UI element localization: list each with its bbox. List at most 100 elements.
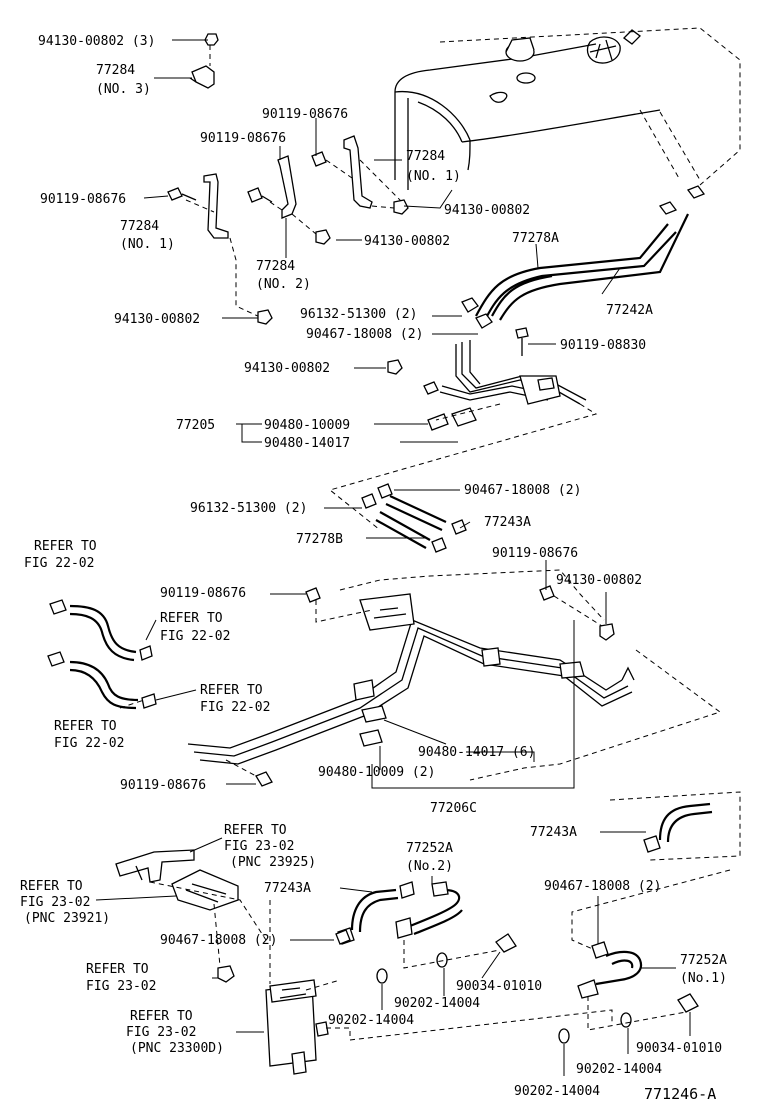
bolt-90119-08676-d [305,587,321,603]
union-90034-01010-b [677,993,699,1013]
label-96132-51300-lower: 96132-51300 (2) [190,501,307,516]
label-refer-to-f: REFER TO [20,879,83,894]
label-94130-00802-tank: 94130-00802 [444,203,530,218]
label-90119-08830: 90119-08830 [560,338,646,353]
label-77243A-lower: 77243A [264,881,311,896]
label-90034-01010-b: 90034-01010 [636,1041,722,1056]
label-90480-10009-2: 90480-10009 (2) [318,765,435,780]
label-pnc-23925: (PNC 23925) [230,855,316,870]
label-no2-hose: (No.2) [406,859,453,874]
label-refer-to-g: REFER TO [86,962,149,977]
nut-94130-00802-c [315,229,331,245]
label-fig-22-02-d: FIG 22-02 [54,736,124,751]
label-90480-14017-6: 90480-14017 (6) [418,745,535,760]
label-77252A-no1: 77252A [680,953,727,968]
label-refer-to-a: REFER TO [34,539,97,554]
label-94130-00802-bracket: 94130-00802 [364,234,450,249]
label-90467-18008-upper: 90467-18008 (2) [464,483,581,498]
label-pnc-23300d: (PNC 23300D) [130,1041,224,1056]
hose-77243A-lower-right [643,802,713,853]
leader-lines [95,39,691,1076]
part-labels: 94130-00802 (3) 77284 (NO. 3) 90119-0867… [20,34,727,1103]
bracket-pnc-23925 [115,849,195,883]
bracket-pnc-23921 [171,869,239,911]
label-no1-right: (NO. 1) [406,169,461,184]
label-no3: (NO. 3) [96,82,151,97]
label-77278B: 77278B [296,532,343,547]
label-90467-18008-right: 90467-18008 (2) [544,879,661,894]
bolt-90119-08676-b [247,187,273,203]
hose-90480-14017 [451,407,477,427]
label-90119-08676-mid: 90119-08676 [200,131,286,146]
bracket-77284-no1-right [343,135,373,209]
label-94130-00802-right: 94130-00802 [556,573,642,588]
label-77243A-upper: 77243A [484,515,531,530]
label-90119-08676-left: 90119-08676 [40,192,126,207]
hose-left-upper [49,599,153,662]
fuel-filter [265,979,329,1075]
label-fig-23-02-h: FIG 23-02 [126,1025,196,1040]
nut-94130-00802-b [257,309,273,325]
label-fig-22-02-a: FIG 22-02 [24,556,94,571]
union-90034-01010-a [495,933,517,953]
label-90467-18008-left: 90467-18008 (2) [160,933,277,948]
label-refer-to-b: REFER TO [160,611,223,626]
label-no1-hose: (No.1) [680,971,727,986]
clamp-90467-18008-left [335,929,351,945]
label-90034-01010-a: 90034-01010 [456,979,542,994]
label-77284-no1-left: 77284 [120,219,159,234]
hose-77278B [361,493,447,553]
bracket-77284-no1-left [203,173,229,239]
nut-94130-00802-f [599,623,615,641]
label-90202-14004-a: 90202-14004 [394,996,480,1011]
label-77243A-right: 77243A [530,825,577,840]
label-90480-14017: 90480-14017 [264,436,350,451]
label-no1-left: (NO. 1) [120,237,175,252]
label-90119-08676-center: 90119-08676 [160,586,246,601]
label-refer-to-c: REFER TO [200,683,263,698]
clamp-90480-10009 [359,729,383,747]
bolt-90119-08676-a [167,187,197,201]
label-90202-14004-c: 90202-14004 [576,1062,662,1077]
label-refer-to-d: REFER TO [54,719,117,734]
label-no2: (NO. 2) [256,277,311,292]
label-refer-to-e: REFER TO [224,823,287,838]
label-fig-22-02-c: FIG 22-02 [200,700,270,715]
gasket-90202-14004-a [436,952,448,968]
label-77206C: 77206C [430,801,477,816]
hose-left-lower [47,651,157,710]
label-pnc-23921: (PNC 23921) [24,911,110,926]
label-90119-08676-right: 90119-08676 [492,546,578,561]
hose-77278A [461,223,677,329]
pipe-77205 [423,340,587,405]
label-fig-23-02-f: FIG 23-02 [20,895,90,910]
label-fig-23-02-g: FIG 23-02 [86,979,156,994]
gasket-90202-14004-b [376,968,388,984]
label-77284-no2: 77284 [256,259,295,274]
hose-77252A-no2 [395,881,463,939]
label-77205: 77205 [176,418,215,433]
hose-77242A [491,185,706,321]
label-fig-22-02-b: FIG 22-02 [160,629,230,644]
hose-90480-10009 [427,413,449,431]
label-90480-10009: 90480-10009 [264,418,350,433]
nut-refer-23-02 [217,965,235,983]
nut-94130-00802-d [393,199,409,215]
bolt-90119-08676-e [539,585,555,601]
label-94130-00802-3: 94130-00802 (3) [38,34,155,49]
pipe-77206C [187,593,635,765]
label-94130-00802-pipe: 94130-00802 [244,361,330,376]
clamp-90480-14017 [361,705,387,723]
clamp-90467-18008-right [591,941,609,959]
label-refer-to-h: REFER TO [130,1009,193,1024]
gasket-90202-14004-d [558,1028,570,1044]
bolt-90119-08676-c [311,151,327,167]
bolt-90119-08676-f [255,771,273,787]
label-94130-00802-left: 94130-00802 [114,312,200,327]
label-77252A-no2: 77252A [406,841,453,856]
label-90119-08676-top: 90119-08676 [262,107,348,122]
figure-id: 771246-A [644,1085,716,1103]
label-fig-23-02-e: FIG 23-02 [224,839,294,854]
gasket-90202-14004-c [620,1012,632,1028]
